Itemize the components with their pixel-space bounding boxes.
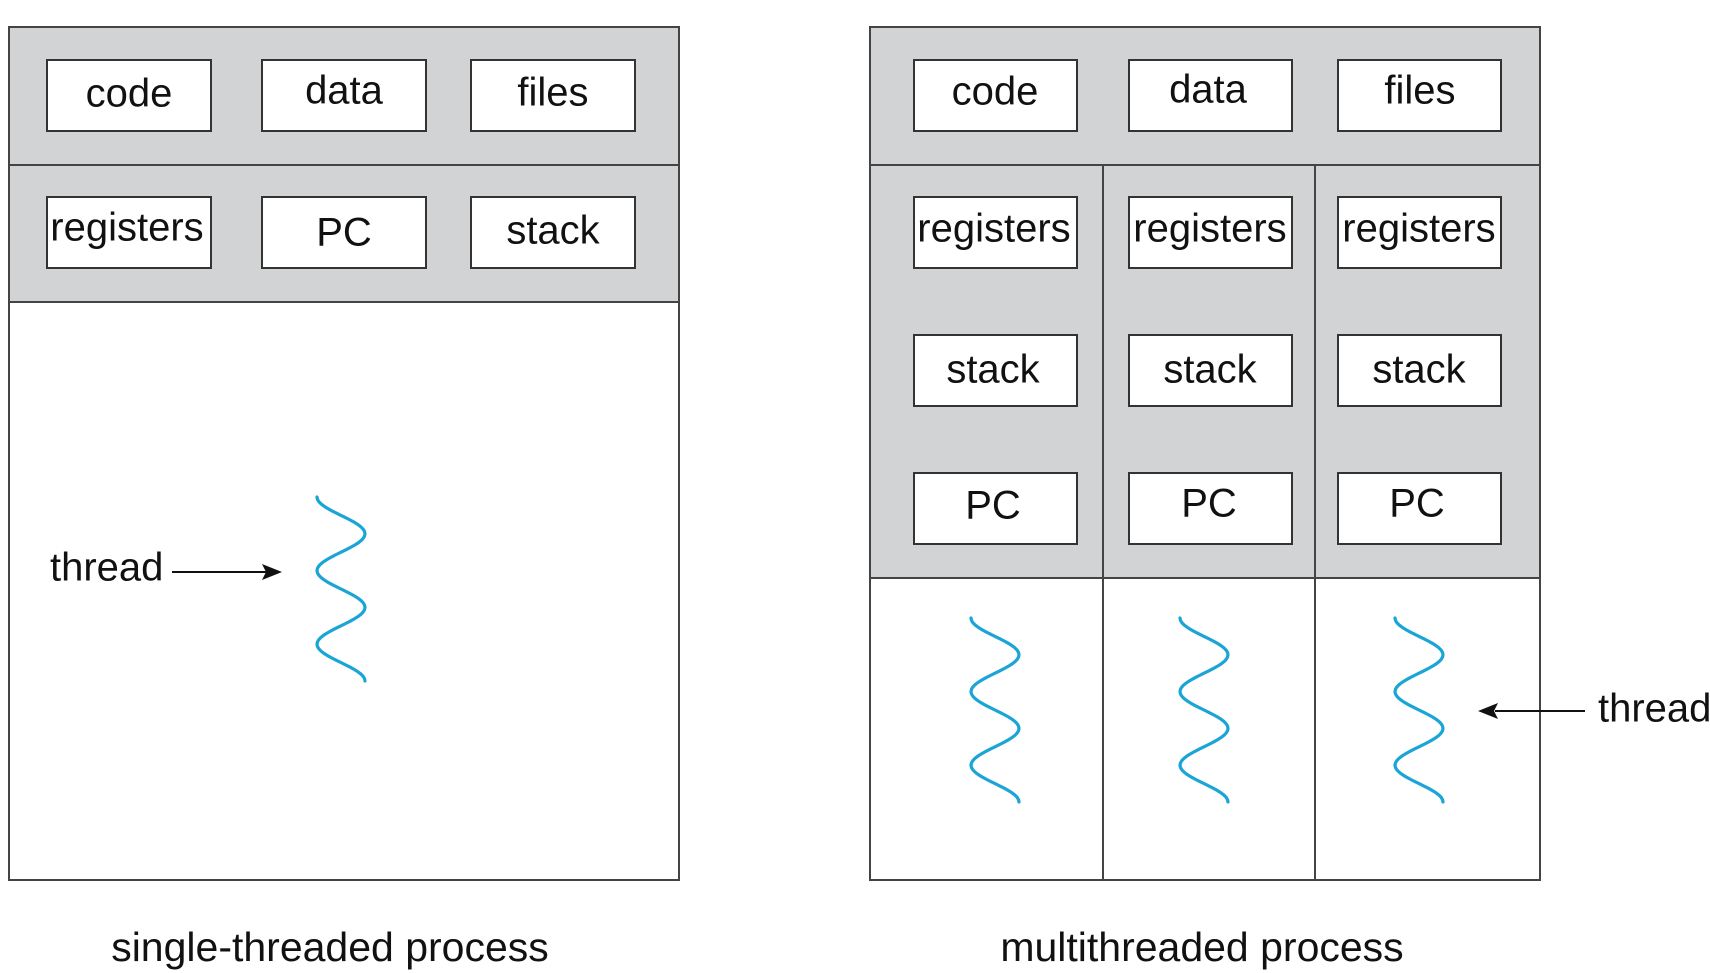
single-registers-label: registers [50, 206, 203, 250]
multi-thread-1-registers-label: registers [917, 207, 1070, 251]
multi-thread-arrowhead [1478, 703, 1498, 719]
single-code-box: code [46, 59, 212, 132]
single-files-label: files [517, 71, 588, 115]
multi-thread-2-stack-label: stack [1163, 348, 1257, 392]
thread-squiggle-icon [969, 616, 1021, 804]
single-registers-box: registers [46, 196, 212, 269]
single-pc-label: PC [316, 211, 372, 255]
thread-squiggle-icon [315, 495, 367, 683]
single-code-label: code [86, 72, 173, 116]
multithreaded-process: code data files registers stack PC regis… [869, 26, 1710, 970]
single-stack-label: stack [506, 209, 600, 253]
multi-thread-3: registers stack PC [1337, 196, 1502, 804]
single-thread-label: thread [50, 546, 163, 590]
thread-squiggle-icon [1178, 616, 1230, 804]
multi-code-label: code [952, 70, 1039, 114]
multi-data-box: data [1128, 59, 1293, 132]
multi-files-label: files [1384, 69, 1455, 113]
single-caption: single-threaded process [111, 924, 549, 970]
multi-thread-2-registers-label: registers [1133, 207, 1286, 251]
multi-thread-3-pc-label: PC [1389, 482, 1445, 526]
multi-files-box: files [1337, 59, 1502, 132]
single-thread-arrowhead [262, 564, 282, 580]
single-data-label: data [305, 69, 384, 113]
single-files-box: files [470, 59, 636, 132]
single-threaded-process: code data files registers PC stack threa… [8, 26, 680, 970]
multi-thread-3-stack-label: stack [1372, 348, 1466, 392]
multi-thread-1-pc-label: PC [965, 484, 1021, 528]
multi-thread-1: registers stack PC [913, 196, 1078, 804]
single-data-box: data [261, 59, 427, 132]
multi-thread-2: registers stack PC [1128, 196, 1293, 804]
single-pc-box: PC [261, 196, 427, 269]
multi-caption: multithreaded process [1000, 924, 1403, 970]
single-stack-box: stack [470, 196, 636, 269]
multi-code-box: code [913, 59, 1078, 132]
thread-squiggle-icon [1393, 616, 1445, 804]
multi-thread-2-pc-label: PC [1181, 482, 1237, 526]
multi-thread-1-stack-label: stack [946, 348, 1040, 392]
multi-thread-3-registers-label: registers [1342, 207, 1495, 251]
multi-data-label: data [1169, 68, 1248, 112]
multi-thread-label: thread [1598, 687, 1710, 731]
